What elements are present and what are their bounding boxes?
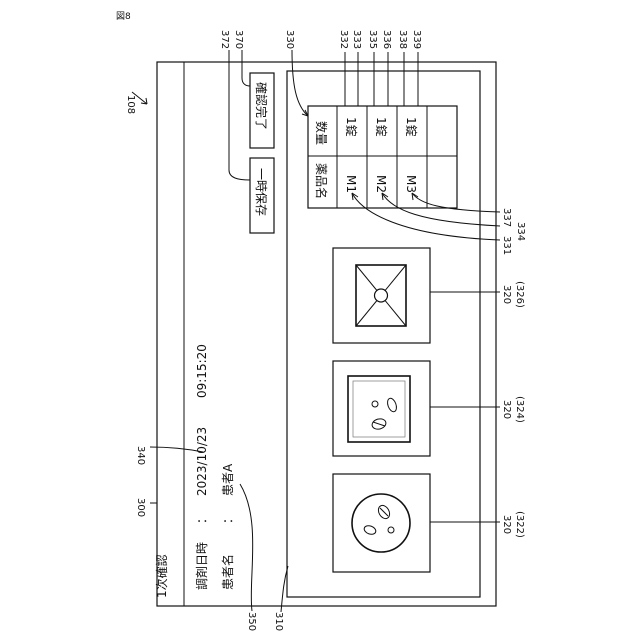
svg-text:350: 350 [246, 612, 257, 631]
row1-qty: 1錠 [344, 117, 359, 137]
dispense-date: 2023/10/23 [195, 427, 209, 496]
svg-text:310: 310 [273, 612, 284, 631]
svg-text:331: 331 [501, 236, 512, 255]
screen-title: 1次確認 [154, 554, 169, 598]
patient-label: 患者名 [220, 554, 235, 590]
svg-text:320: 320 [501, 515, 512, 534]
svg-text:340: 340 [135, 446, 146, 465]
svg-text:338: 338 [397, 30, 408, 49]
ref-108: 108 [125, 92, 147, 114]
ref-300: 300 [135, 498, 157, 517]
image-card-322[interactable] [333, 474, 430, 572]
svg-text:(322): (322) [514, 511, 525, 538]
save-button-label: 一時保存 [254, 168, 268, 216]
image-card-326[interactable] [333, 248, 430, 343]
patient-value: 患者A [221, 463, 235, 496]
dispense-sep: ： [195, 512, 209, 524]
svg-text:330: 330 [284, 30, 295, 49]
image-card-324[interactable] [333, 361, 430, 456]
patient-sep: ： [221, 512, 235, 524]
row2-qty: 1錠 [374, 117, 389, 137]
table-header-name: 薬品名 [314, 163, 329, 199]
dispense-time: 09:15:20 [195, 344, 209, 398]
row1-name: M1 [344, 175, 358, 193]
svg-text:333: 333 [351, 30, 362, 49]
svg-text:335: 335 [367, 30, 378, 49]
row2-name: M2 [374, 175, 388, 193]
svg-text:108: 108 [125, 95, 136, 114]
table-header-qty: 数量 [314, 121, 329, 145]
dispense-label: 調剤日時 [194, 542, 209, 590]
svg-text:370: 370 [233, 30, 244, 49]
svg-text:320: 320 [501, 400, 512, 419]
svg-text:334: 334 [515, 222, 526, 241]
svg-text:320: 320 [501, 285, 512, 304]
svg-text:336: 336 [381, 30, 392, 49]
row3-qty: 1錠 [404, 117, 419, 137]
svg-text:372: 372 [219, 30, 230, 49]
row3-name: M3 [404, 175, 418, 193]
svg-text:300: 300 [135, 498, 146, 517]
svg-text:(324): (324) [514, 396, 525, 423]
svg-text:332: 332 [338, 30, 349, 49]
svg-text:337: 337 [501, 208, 512, 227]
svg-text:339: 339 [411, 30, 422, 49]
confirm-button-label: 確認完了 [254, 82, 269, 130]
figure-label: 図8 [116, 11, 131, 22]
svg-text:(326): (326) [514, 281, 525, 308]
